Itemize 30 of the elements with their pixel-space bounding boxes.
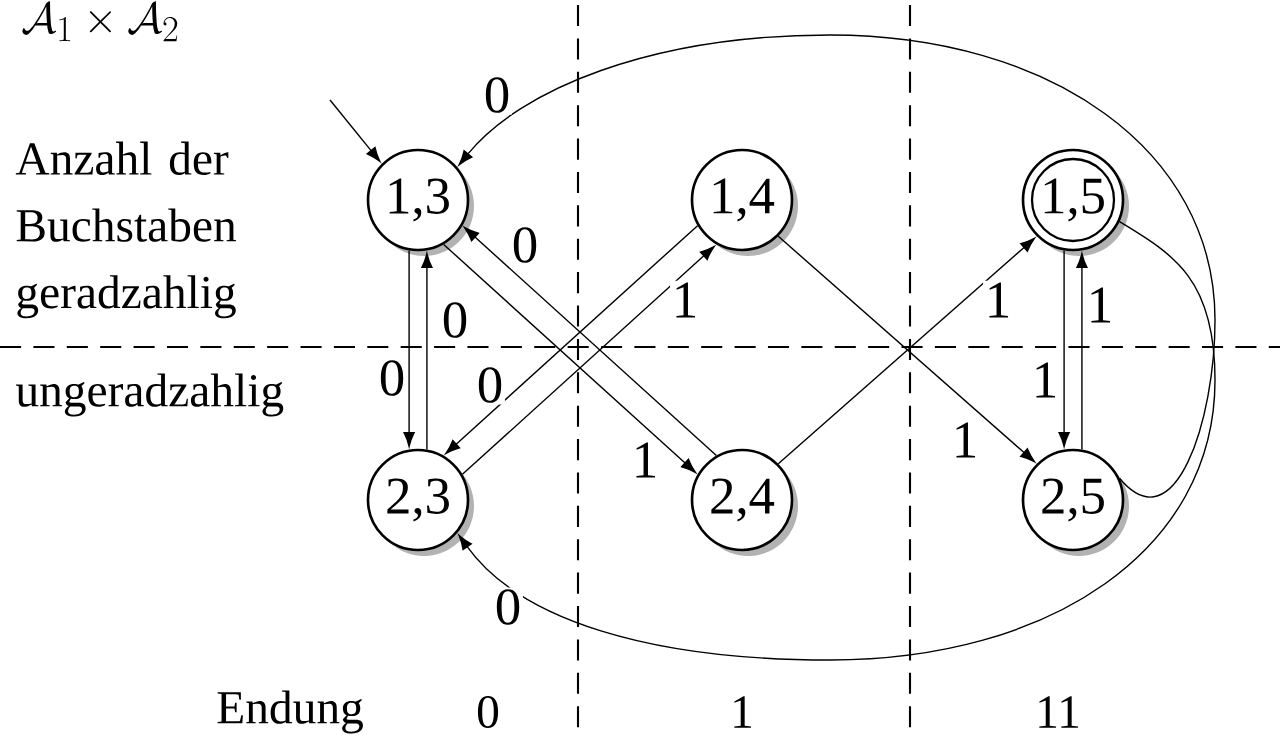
arrow <box>421 252 433 451</box>
arrow <box>464 227 718 457</box>
title: $\mathcal{A}_1 \times \mathcal{A}_2$ <box>22 1 178 42</box>
column-label: 0 <box>477 696 499 728</box>
arrow <box>458 220 1216 661</box>
column-label: 1 <box>734 696 752 728</box>
edge-label: 1 <box>983 280 1013 320</box>
edge-label: 0 <box>377 358 407 398</box>
arrow <box>445 224 699 455</box>
edge-label: 1 <box>630 440 660 480</box>
edge-label: 0 <box>510 225 540 265</box>
edge-label: 0 <box>440 300 470 340</box>
arrow <box>1076 252 1088 451</box>
arrow <box>329 99 381 162</box>
arrow <box>1058 249 1070 448</box>
edge-label: 0 <box>493 587 523 627</box>
arrow <box>461 245 715 476</box>
arrow <box>403 249 415 448</box>
edge-label: 1 <box>950 420 980 460</box>
axis-label: Endung <box>217 690 363 734</box>
edge-label: 1 <box>1030 360 1060 400</box>
edge-label: 0 <box>482 75 512 115</box>
arrow <box>458 34 1216 498</box>
edge-label: 1 <box>670 280 700 320</box>
axis-label: Anzahl der Buchstaben geradzahlig <box>15 141 237 319</box>
column-label: 11 <box>1039 696 1079 728</box>
edge-label: 1 <box>1085 285 1115 325</box>
arrow <box>442 243 696 473</box>
edge-label: 0 <box>475 365 505 405</box>
axis-label: ungeradzahlig <box>16 373 284 417</box>
